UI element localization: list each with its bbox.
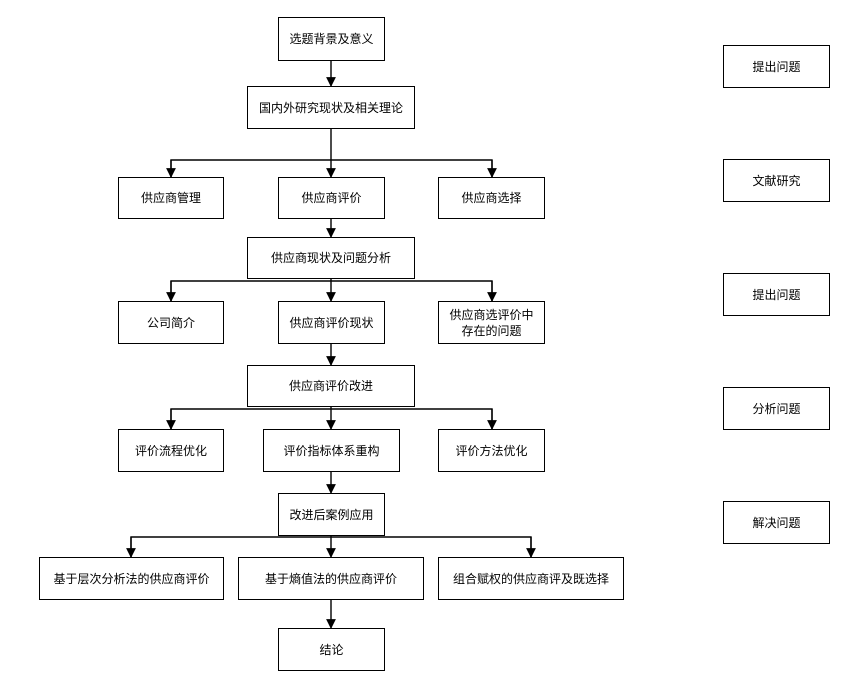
node-supplier-management: 供应商管理 [118,177,224,219]
node-evaluation-problems-line1: 供应商选评价中 [449,307,534,322]
stage-analyze-problem: 分析问题 [723,387,830,430]
stage-solve-problem: 解决问题 [723,501,830,544]
node-evaluation-improvement: 供应商评价改进 [247,365,415,407]
node-background: 选题背景及意义 [278,17,385,61]
stage-raise-problem-2: 提出问题 [723,273,830,316]
node-evaluation-problems-line2: 存在的问题 [461,323,522,338]
node-method-optimization: 评价方法优化 [438,429,545,472]
node-combined-weighting: 组合赋权的供应商评及既选择 [438,557,624,600]
node-entropy-evaluation: 基于熵值法的供应商评价 [238,557,424,600]
node-company-profile: 公司简介 [118,301,224,344]
node-evaluation-problems: 供应商选评价中 存在的问题 [438,301,545,344]
node-evaluation-status: 供应商评价现状 [278,301,385,344]
node-index-reconstruction: 评价指标体系重构 [263,429,400,472]
node-supplier-evaluation: 供应商评价 [278,177,385,219]
stage-raise-problem: 提出问题 [723,45,830,88]
stage-literature-research: 文献研究 [723,159,830,202]
node-literature-review: 国内外研究现状及相关理论 [247,86,415,129]
node-ahp-evaluation: 基于层次分析法的供应商评价 [39,557,224,600]
node-conclusion: 结论 [278,628,385,671]
node-process-optimization: 评价流程优化 [118,429,224,472]
node-status-analysis: 供应商现状及问题分析 [247,237,415,279]
node-supplier-selection: 供应商选择 [438,177,545,219]
node-case-application: 改进后案例应用 [278,493,385,536]
